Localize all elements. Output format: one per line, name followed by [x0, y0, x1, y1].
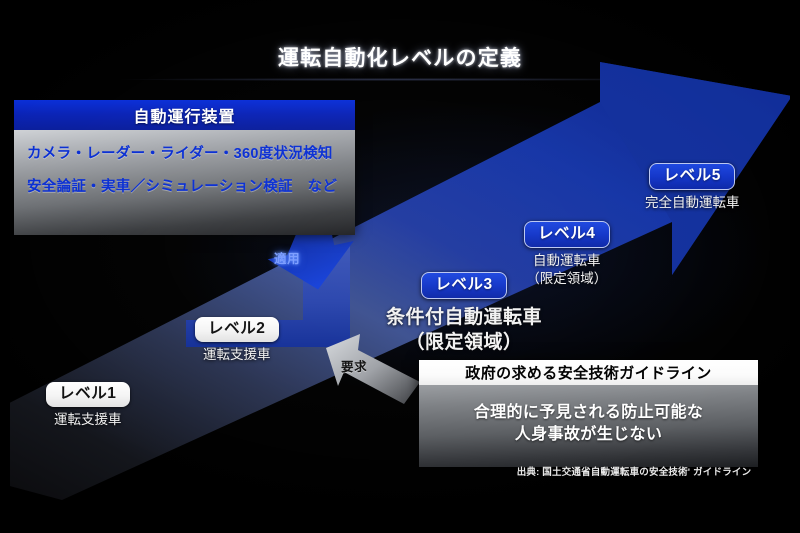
- ads-panel-line-2: 安全論証・実車／シミュレーション検証 など: [27, 179, 338, 195]
- gov-panel-line-2: 人身事故が生じない: [514, 426, 663, 443]
- level-1-group: レベル1 運転支援車: [46, 382, 130, 429]
- gov-panel-line-1: 合理的に予見される防止可能な: [473, 404, 704, 422]
- level-3-group: レベル3 条件付自動運転車 （限定領域）: [386, 272, 542, 355]
- level-4-caption-line-1: 自動運転車: [533, 252, 601, 268]
- government-guideline-panel: 政府の求める安全技術ガイドライン 合理的に予見される防止可能な 人身事故が生じな…: [419, 360, 758, 467]
- apply-arrow-head: [267, 222, 354, 290]
- ads-panel-line-1: カメラ・レーダー・ライダー・360度状況検知: [27, 146, 333, 162]
- right-letterbox-edge: [790, 0, 800, 533]
- level-1-caption: 運転支援車: [54, 411, 122, 427]
- main-progression-arrow: [0, 62, 792, 500]
- gov-panel-body: 合理的に予見される防止可能な 人身事故が生じない: [419, 385, 758, 467]
- level-3-badge: レベル3: [421, 272, 507, 299]
- level-2-caption: 運転支援車: [203, 346, 271, 362]
- level-1-badge: レベル1: [46, 382, 130, 407]
- left-letterbox-edge: [0, 0, 10, 533]
- title-glow-divider: [120, 78, 680, 81]
- level-2-group: レベル2 運転支援車: [195, 317, 279, 364]
- ads-panel: 自動運行装置 カメラ・レーダー・ライダー・360度状況検知 安全論証・実車／シミ…: [14, 100, 355, 235]
- page-title: 運転自動化レベルの定義: [277, 47, 523, 70]
- level-5-group: レベル5 完全自動運転車: [645, 163, 740, 212]
- level-4-group: レベル4 自動運転車 （限定領域）: [524, 221, 610, 288]
- require-arrow: [326, 334, 420, 404]
- level-3-caption-line-1: 条件付自動運転車: [386, 306, 543, 328]
- require-arrow-label: 要求: [341, 360, 368, 374]
- ads-panel-header: 自動運行装置: [14, 100, 355, 130]
- level-3-caption-line-2: （限定領域）: [405, 331, 523, 353]
- level-5-caption: 完全自動運転車: [645, 194, 740, 210]
- level-2-badge: レベル2: [195, 317, 279, 342]
- level-4-badge: レベル4: [524, 221, 610, 248]
- ads-panel-body: カメラ・レーダー・ライダー・360度状況検知 安全論証・実車／シミュレーション検…: [14, 130, 355, 235]
- source-citation: 出典: 国土交通省自動運転車の安全技術' ガイドライン: [516, 467, 752, 478]
- gov-panel-header: 政府の求める安全技術ガイドライン: [419, 360, 758, 385]
- apply-arrow-label: 適用: [274, 252, 301, 266]
- level-4-caption-line-2: （限定領域）: [526, 270, 608, 286]
- level-5-badge: レベル5: [649, 163, 736, 190]
